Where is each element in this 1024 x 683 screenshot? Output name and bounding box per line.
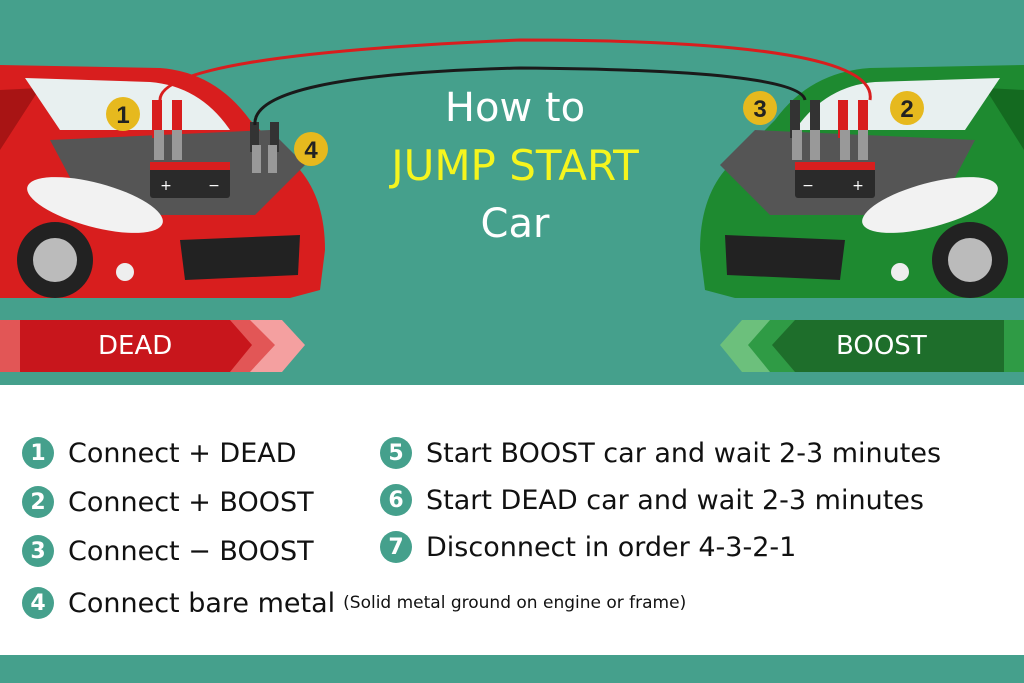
step-6: 6 Start DEAD car and wait 2-3 minutes	[380, 484, 924, 516]
marker-4: 4	[294, 132, 328, 166]
step-4: 4 Connect bare metal (Solid metal ground…	[22, 587, 686, 619]
hero-illustration: 1 4 3 2 + − − +	[0, 38, 1024, 372]
boost-battery-plus: +	[852, 178, 864, 194]
dead-battery-minus: −	[208, 178, 220, 194]
dead-banner	[0, 320, 305, 372]
step-number: 3	[22, 535, 54, 567]
step-text: Start BOOST car and wait 2-3 minutes	[426, 437, 942, 469]
step-3: 3 Connect − BOOST	[22, 535, 314, 567]
step-text: Connect − BOOST	[68, 535, 314, 567]
svg-text:1: 1	[116, 102, 129, 129]
svg-text:3: 3	[753, 96, 766, 123]
marker-3: 3	[743, 91, 777, 125]
step-number: 4	[22, 587, 54, 619]
step-5: 5 Start BOOST car and wait 2-3 minutes	[380, 437, 941, 469]
step-text: Connect + DEAD	[68, 437, 297, 469]
step-1: 1 Connect + DEAD	[22, 437, 297, 469]
red-cable	[158, 38, 872, 101]
marker-1: 1	[106, 97, 140, 131]
hero-panel: 1 4 3 2 + − − + How to JUMP START Car DE…	[0, 0, 1024, 385]
svg-text:4: 4	[304, 137, 318, 164]
step-text: Connect bare metal	[68, 587, 336, 619]
boost-battery-minus: −	[802, 178, 814, 194]
title-line-3: Car	[480, 201, 550, 247]
step-text: Start DEAD car and wait 2-3 minutes	[426, 484, 924, 516]
title-line-1: How to	[444, 85, 586, 131]
step-text: Connect + BOOST	[68, 486, 314, 518]
step-text: Disconnect in order 4-3-2-1	[426, 531, 797, 563]
step-note: (Solid metal ground on engine or frame)	[343, 593, 687, 613]
boost-label: BOOST	[836, 331, 927, 361]
step-number: 1	[22, 437, 54, 469]
svg-text:2: 2	[900, 96, 913, 123]
step-number: 2	[22, 486, 54, 518]
step-number: 7	[380, 531, 412, 563]
step-number: 5	[380, 437, 412, 469]
marker-2: 2	[890, 91, 924, 125]
boost-banner	[720, 320, 1024, 372]
dead-label: DEAD	[98, 331, 173, 361]
step-number: 6	[380, 484, 412, 516]
black-cable	[253, 66, 807, 126]
bottom-stripe	[0, 655, 1024, 683]
dead-battery-plus: +	[160, 178, 172, 194]
dead-car	[0, 65, 325, 298]
step-2: 2 Connect + BOOST	[22, 486, 314, 518]
title-line-2: JUMP START	[391, 141, 639, 190]
step-7: 7 Disconnect in order 4-3-2-1	[380, 531, 796, 563]
